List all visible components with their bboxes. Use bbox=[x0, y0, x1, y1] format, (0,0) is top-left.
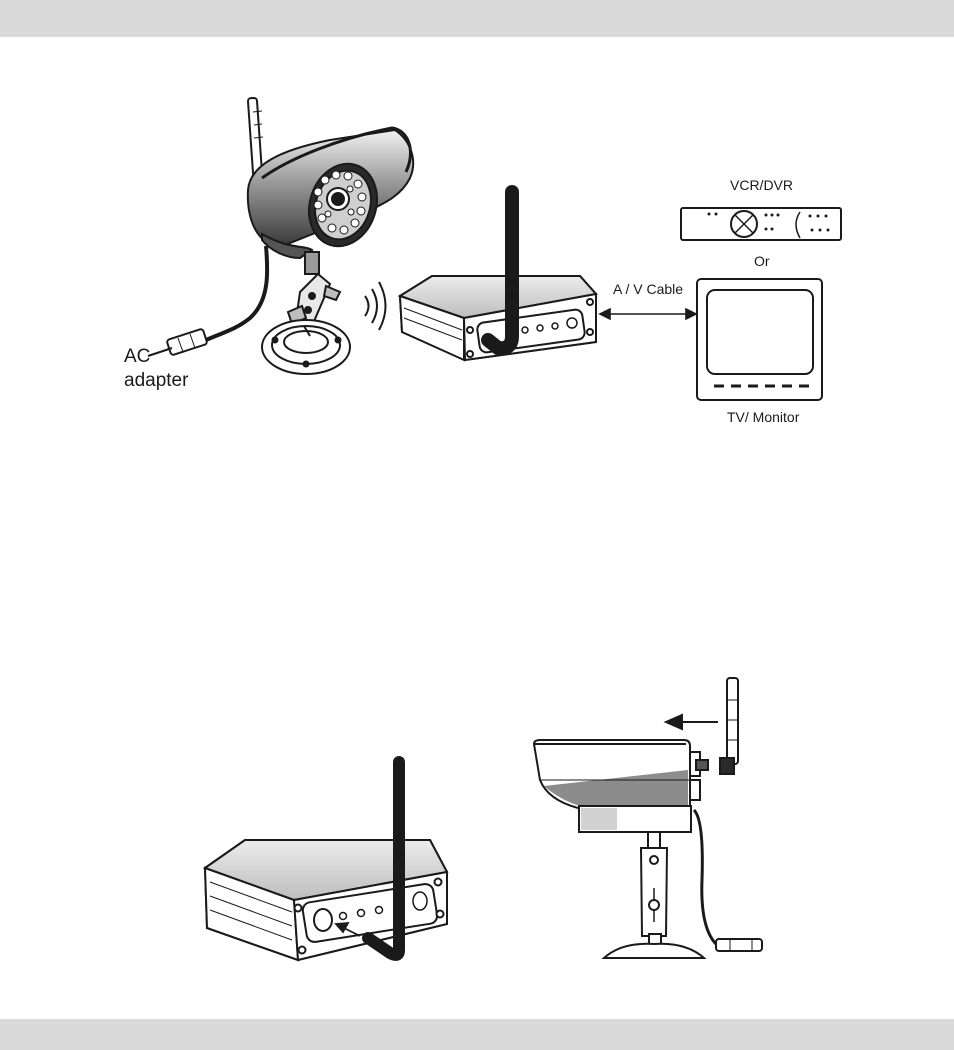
or-label: Or bbox=[754, 253, 770, 269]
camera-detached-antenna bbox=[720, 678, 738, 774]
tv-monitor-device bbox=[697, 279, 822, 400]
camera-side-view bbox=[534, 740, 708, 958]
av-cable-label: A / V Cable bbox=[613, 281, 683, 297]
av-cable-arrow bbox=[600, 309, 696, 319]
receiver-bottom bbox=[205, 840, 447, 960]
ac-adapter-label-line2: adapter bbox=[124, 370, 189, 391]
wireless-camera bbox=[248, 98, 413, 258]
camera-side-cable bbox=[694, 810, 762, 951]
vcr-dvr-device bbox=[681, 208, 841, 240]
wireless-signal-icon bbox=[365, 282, 386, 330]
ac-adapter-label-line1: AC bbox=[124, 346, 150, 367]
camera-mount bbox=[262, 252, 350, 374]
attach-arrow-right bbox=[666, 715, 718, 729]
vcr-dvr-label: VCR/DVR bbox=[730, 177, 793, 193]
camera-power-cable bbox=[148, 246, 267, 356]
tv-monitor-label: TV/ Monitor bbox=[727, 409, 800, 425]
